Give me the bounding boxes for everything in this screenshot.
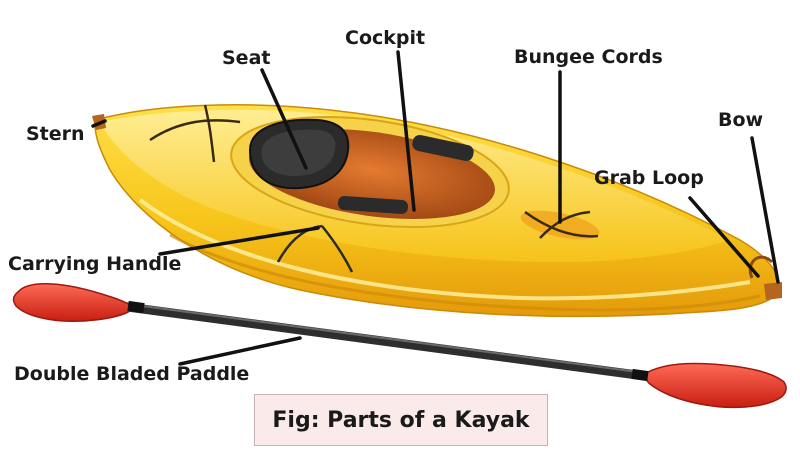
bow-cap: [764, 282, 782, 300]
label-cockpit: Cockpit: [345, 27, 425, 49]
leader-bow: [750, 136, 780, 284]
leader-cockpit: [396, 50, 416, 212]
leader-paddle: [178, 336, 302, 366]
label-carrying-handle: Carrying Handle: [8, 253, 181, 275]
stern-bungee: [149, 104, 241, 163]
bungee-cords: [520, 210, 600, 240]
figure-caption-box: Fig: Parts of a Kayak: [254, 394, 548, 446]
leader-carrying-handle: [158, 226, 320, 256]
paddle-shaft: [115, 301, 665, 383]
label-seat: Seat: [222, 47, 270, 69]
paddle-grip-left: [127, 300, 145, 314]
paddle-blade-left: [12, 283, 136, 322]
label-double-bladed-paddle: Double Bladed Paddle: [14, 363, 249, 385]
hull-shadow-line: [169, 233, 761, 312]
thigh-brace-right: [412, 135, 474, 161]
figure-caption: Fig: Parts of a Kayak: [272, 407, 530, 433]
label-bow: Bow: [718, 109, 763, 131]
paddle-blade-right: [645, 362, 787, 409]
leader-stern: [91, 119, 107, 128]
kayak: [92, 104, 782, 318]
paddle-shaft-highlight: [119, 302, 661, 376]
thigh-brace-left: [338, 195, 408, 215]
leader-seat: [260, 68, 308, 170]
label-grab-loop: Grab Loop: [594, 167, 704, 189]
leader-grab-loop: [688, 196, 760, 278]
label-stern: Stern: [26, 123, 85, 145]
leader-lines: [91, 50, 780, 366]
paddle-grip-right: [631, 368, 649, 382]
label-bungee-cords: Bungee Cords: [514, 46, 663, 68]
double-bladed-paddle: [12, 283, 787, 409]
grab-loop: [748, 255, 774, 279]
